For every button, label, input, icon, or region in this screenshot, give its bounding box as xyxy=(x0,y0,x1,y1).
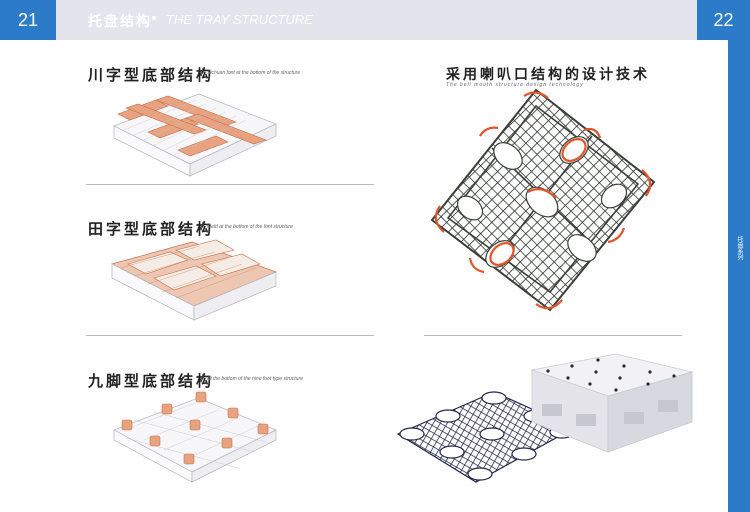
page-number-left: 21 xyxy=(17,10,39,30)
bell-mouth-title: 采用喇叭口结构的设计技术 xyxy=(446,67,650,83)
bell-mouth-pallet-diagram xyxy=(430,88,656,312)
section-2-title: 田字型底部结构 xyxy=(88,220,215,238)
page-tab-left xyxy=(0,0,56,40)
section-1-slash: / xyxy=(200,67,204,78)
title-separator-dot xyxy=(152,16,156,20)
section-2-slash: / xyxy=(200,221,204,232)
section-3-subtitle: At the bottom of the nine foot type stru… xyxy=(207,376,303,382)
pallet-ninefoot-illustration xyxy=(113,391,277,483)
side-tab-label: 托盘系列 xyxy=(736,236,743,260)
pallet-field-illustration xyxy=(111,239,277,321)
section-3-title: 九脚型底部结构 xyxy=(88,372,215,390)
section-2-subtitle: Field at the bottom of the font structur… xyxy=(207,224,293,230)
section-divider-1 xyxy=(86,184,374,185)
page-number-right: 22 xyxy=(713,10,734,30)
page-title: 托盘结构 xyxy=(88,14,152,30)
bell-mouth-subtitle: The bell mouth structure design technolo… xyxy=(446,82,584,88)
page-tab-right xyxy=(697,0,750,40)
white-pallet-photo xyxy=(530,353,694,453)
header-band xyxy=(0,0,750,40)
pallet-sichuan-illustration xyxy=(113,93,277,177)
section-1-subtitle: Sichuan font at the bottom of the struct… xyxy=(207,70,301,76)
page-subtitle: THE TRAY STRUCTURE xyxy=(166,12,313,27)
section-1-title: 川字型底部结构 xyxy=(88,66,215,84)
side-tab-strip xyxy=(728,40,750,512)
right-divider xyxy=(424,335,682,336)
section-3-slash: / xyxy=(200,373,204,384)
section-divider-2 xyxy=(86,335,374,336)
